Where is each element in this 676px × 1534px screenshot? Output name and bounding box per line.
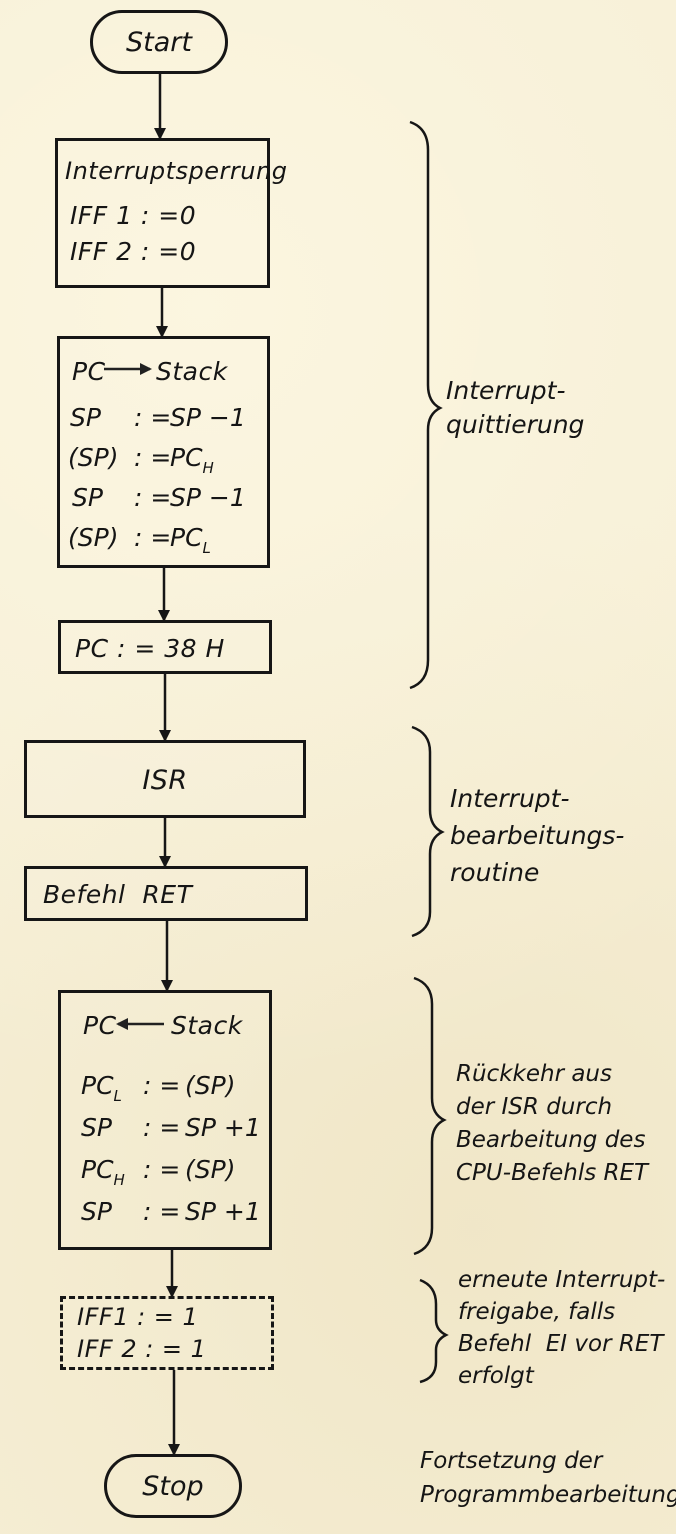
annotation-continue-line-1: Fortsetzung der	[420, 1448, 603, 1474]
annotation-reenable-line-2: freigabe, falls	[458, 1299, 616, 1325]
push-row-4-op: : =	[134, 523, 172, 552]
pop-header-stack: Stack	[171, 1011, 243, 1040]
iff1-set: IFF1 : = 1	[77, 1303, 199, 1331]
isr-block: ISR	[24, 740, 306, 818]
vector-block: PC : = 38 H	[58, 620, 272, 674]
push-row-3-op: : =	[134, 483, 172, 512]
pop-row-2-op: : =	[143, 1113, 181, 1142]
annotation-return-line-4: CPU-Befehls RET	[456, 1160, 649, 1186]
annotation-return-line-1: Rückkehr aus	[456, 1061, 612, 1087]
annotation-reenable: erneute Interrupt- freigabe, falls Befeh…	[458, 1264, 665, 1392]
annotation-reenable-line-3: Befehl EI vor RET	[458, 1331, 664, 1357]
brace-routine	[411, 725, 445, 938]
iff1-clear: IFF 1 : =0	[70, 201, 197, 230]
stop-terminal: Stop	[104, 1454, 242, 1518]
reenable-block: IFF1 : = 1 IFF 2 : = 1	[60, 1296, 274, 1370]
iff2-set: IFF 2 : = 1	[77, 1335, 207, 1363]
push-row-3: SP : = SP −1	[72, 483, 246, 512]
annotation-routine-line-2: bearbeitungs-	[450, 821, 625, 850]
pop-row-4: SP : = SP +1	[81, 1197, 261, 1226]
push-row-3-rhs-text: SP −1	[170, 483, 246, 512]
push-row-1: SP : = SP −1	[70, 403, 246, 432]
push-row-4: (SP) : = PCL	[68, 523, 211, 557]
push-row-4-rhs-text: PC	[170, 523, 203, 552]
ret-block: Befehl RET	[24, 866, 308, 921]
pop-row-1-lhs-text: PC	[81, 1071, 114, 1100]
pop-row-3: PCH : = (SP)	[81, 1155, 235, 1189]
push-row-2-lhs: (SP)	[68, 443, 119, 472]
brace-reenable	[419, 1278, 449, 1384]
pop-row-4-op: : =	[143, 1197, 181, 1226]
annotation-reenable-line-1: erneute Interrupt-	[458, 1267, 666, 1293]
push-row-1-op: : =	[134, 403, 172, 432]
annotation-reenable-line-4: erfolgt	[458, 1363, 534, 1389]
push-row-2: (SP) : = PCH	[68, 443, 214, 477]
push-row-1-lhs: SP	[70, 403, 101, 432]
start-label: Start	[126, 26, 192, 58]
annotation-acknowledge-line-2: quittierung	[446, 410, 585, 439]
brace-return	[413, 976, 447, 1256]
interrupt-disable-block: Interruptsperrung IFF 1 : =0 IFF 2 : =0	[55, 138, 287, 288]
pop-row-1-lhs: PCL	[81, 1071, 122, 1105]
pop-row-4-rhs: SP +1	[185, 1197, 261, 1226]
push-row-3-rhs: SP −1	[170, 483, 246, 512]
annotation-return-line-3: Bearbeitung des	[456, 1127, 646, 1153]
stop-label: Stop	[142, 1470, 204, 1502]
push-row-2-rhs-sub: H	[202, 459, 214, 477]
annotation-routine: Interrupt- bearbeitungs- routine	[450, 780, 624, 891]
push-row-4-lhs: (SP)	[68, 523, 119, 552]
pop-row-1-rhs: (SP)	[185, 1071, 236, 1100]
pop-row-2-rhs: SP +1	[185, 1113, 261, 1142]
brace-acknowledge	[409, 120, 443, 690]
start-terminal: Start	[90, 10, 228, 74]
pop-row-3-lhs: PCH	[81, 1155, 125, 1189]
pop-header-pc: PC	[83, 1011, 117, 1040]
push-row-1-rhs: SP −1	[170, 403, 246, 432]
push-header-pc: PC	[72, 357, 106, 386]
push-row-2-rhs: PCH	[170, 443, 214, 477]
push-row-2-rhs-text: PC	[170, 443, 203, 472]
interrupt-disable-title: Interruptsperrung	[65, 157, 288, 185]
pop-row-1: PCL : = (SP)	[81, 1071, 235, 1105]
push-row-4-rhs-sub: L	[202, 539, 211, 557]
annotation-acknowledge: Interrupt- quittierung	[446, 374, 584, 442]
pop-row-3-lhs-text: PC	[81, 1155, 114, 1184]
push-header-stack: Stack	[156, 357, 228, 386]
vector-text: PC : = 38 H	[75, 634, 225, 663]
pop-row-2: SP : = SP +1	[81, 1113, 261, 1142]
push-row-1-rhs-text: SP −1	[170, 403, 246, 432]
pop-row-3-lhs-sub: H	[113, 1171, 125, 1189]
annotation-acknowledge-line-1: Interrupt-	[446, 376, 566, 405]
annotation-routine-line-3: routine	[450, 858, 540, 887]
annotation-return: Rückkehr aus der ISR durch Bearbeitung d…	[456, 1058, 648, 1190]
pop-row-3-rhs: (SP)	[185, 1155, 236, 1184]
pop-pc-block: PC Stack PCL : = (SP) SP : = SP +1 PCH :…	[58, 990, 272, 1250]
push-row-2-op: : =	[134, 443, 172, 472]
pop-row-1-lhs-sub: L	[113, 1087, 122, 1105]
annotation-return-line-2: der ISR durch	[456, 1094, 613, 1120]
annotation-routine-line-1: Interrupt-	[450, 784, 570, 813]
push-row-4-rhs: PCL	[170, 523, 211, 557]
push-pc-block: PC Stack SP : = SP −1 (SP) : = PCH SP : …	[57, 336, 270, 568]
push-row-3-lhs: SP	[72, 483, 103, 512]
pop-row-2-lhs: SP	[81, 1113, 112, 1142]
iff2-clear: IFF 2 : =0	[70, 237, 197, 266]
pop-row-4-lhs: SP	[81, 1197, 112, 1226]
ret-text: Befehl RET	[43, 880, 193, 909]
annotation-continue: Fortsetzung der Programmbearbeitung	[420, 1444, 676, 1512]
pop-row-3-op: : =	[143, 1155, 181, 1184]
isr-text: ISR	[142, 765, 188, 796]
annotation-continue-line-2: Programmbearbeitung	[420, 1482, 676, 1508]
pop-row-1-op: : =	[143, 1071, 181, 1100]
